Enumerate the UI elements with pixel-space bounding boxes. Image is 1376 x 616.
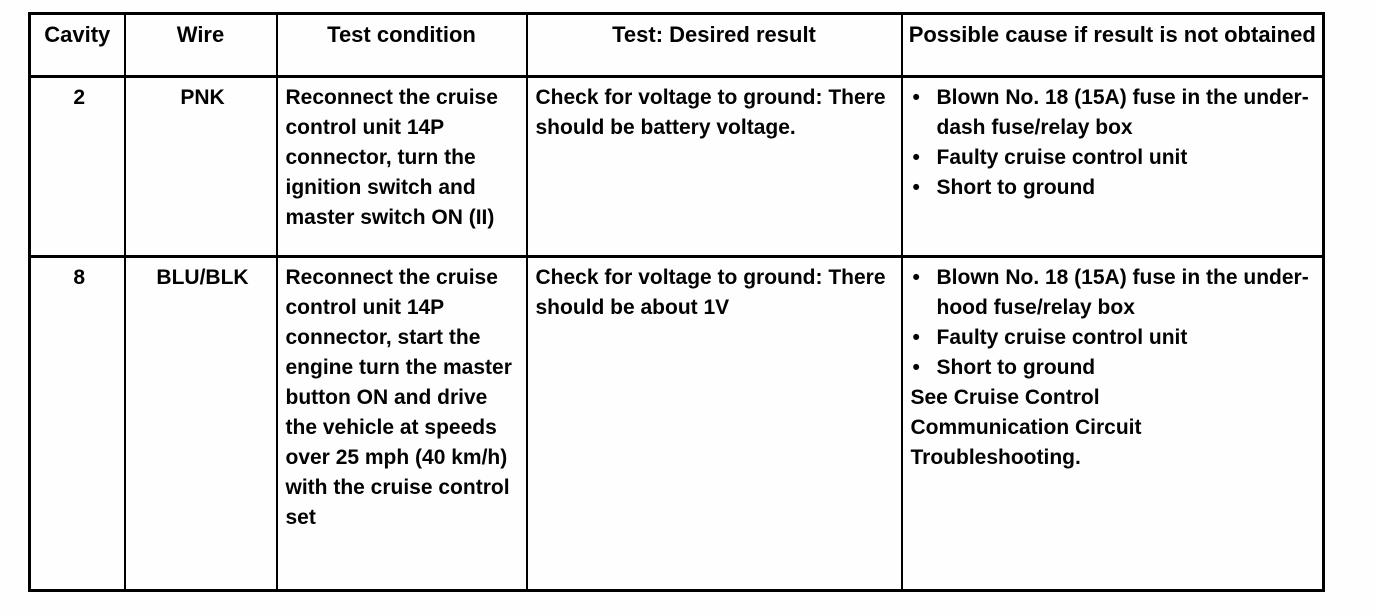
column-header-test-result: Test: Desired result bbox=[525, 12, 903, 78]
cause-note-line: Troubleshooting. bbox=[910, 446, 1081, 469]
table-row: 2 PNK Reconnect the cruise control unit … bbox=[28, 75, 1325, 258]
bullet-icon: • bbox=[912, 356, 920, 379]
cause-text: Faulty cruise control unit bbox=[936, 146, 1188, 169]
column-header-cavity: Cavity bbox=[28, 12, 126, 78]
cause-item: • Faulty cruise control unit bbox=[911, 323, 1319, 353]
bullet-icon: • bbox=[912, 266, 920, 289]
cause-text: Blown No. 18 (15A) fuse in the under-hoo… bbox=[936, 266, 1309, 319]
bullet-icon: • bbox=[912, 176, 920, 199]
column-header-test-condition: Test condition bbox=[275, 12, 528, 78]
cavity-value: 8 bbox=[28, 255, 126, 592]
header-row: Cavity Wire Test condition Test: Desired… bbox=[28, 12, 1325, 78]
cause-item: • Blown No. 18 (15A) fuse in the under-h… bbox=[911, 263, 1319, 323]
cause-note-line: See Cruise Control bbox=[910, 386, 1100, 409]
column-header-wire: Wire bbox=[123, 12, 278, 78]
possible-cause-cell: • Blown No. 18 (15A) fuse in the under-h… bbox=[900, 255, 1325, 592]
cavity-value: 2 bbox=[28, 75, 126, 258]
possible-cause-cell: • Blown No. 18 (15A) fuse in the under-d… bbox=[900, 75, 1325, 258]
test-condition-text: Reconnect the cruise control unit 14P co… bbox=[275, 255, 528, 592]
troubleshooting-table: Cavity Wire Test condition Test: Desired… bbox=[28, 12, 1325, 592]
cause-item: • Blown No. 18 (15A) fuse in the under-d… bbox=[911, 83, 1319, 143]
cause-text: Blown No. 18 (15A) fuse in the under-das… bbox=[936, 86, 1309, 139]
bullet-icon: • bbox=[912, 146, 920, 169]
cause-item: • Short to ground bbox=[911, 353, 1319, 383]
cause-note-line: Communication Circuit bbox=[910, 416, 1142, 439]
table-row: 8 BLU/BLK Reconnect the cruise control u… bbox=[28, 255, 1325, 592]
cause-text: Faulty cruise control unit bbox=[936, 326, 1188, 349]
test-result-text: Check for voltage to ground: There shoul… bbox=[525, 255, 903, 592]
wire-value: BLU/BLK bbox=[123, 255, 278, 592]
cause-item: • Short to ground bbox=[911, 173, 1319, 203]
test-condition-text: Reconnect the cruise control unit 14P co… bbox=[275, 75, 528, 258]
bullet-icon: • bbox=[912, 86, 920, 109]
cause-text: Short to ground bbox=[936, 356, 1096, 379]
column-header-possible-cause: Possible cause if result is not obtained bbox=[900, 12, 1325, 78]
wire-value: PNK bbox=[123, 75, 278, 258]
test-result-text: Check for voltage to ground: There shoul… bbox=[525, 75, 903, 258]
cause-text: Short to ground bbox=[936, 176, 1096, 199]
cause-item: • Faulty cruise control unit bbox=[911, 143, 1319, 173]
table-header: Cavity Wire Test condition Test: Desired… bbox=[28, 12, 1325, 78]
bullet-icon: • bbox=[912, 326, 920, 349]
